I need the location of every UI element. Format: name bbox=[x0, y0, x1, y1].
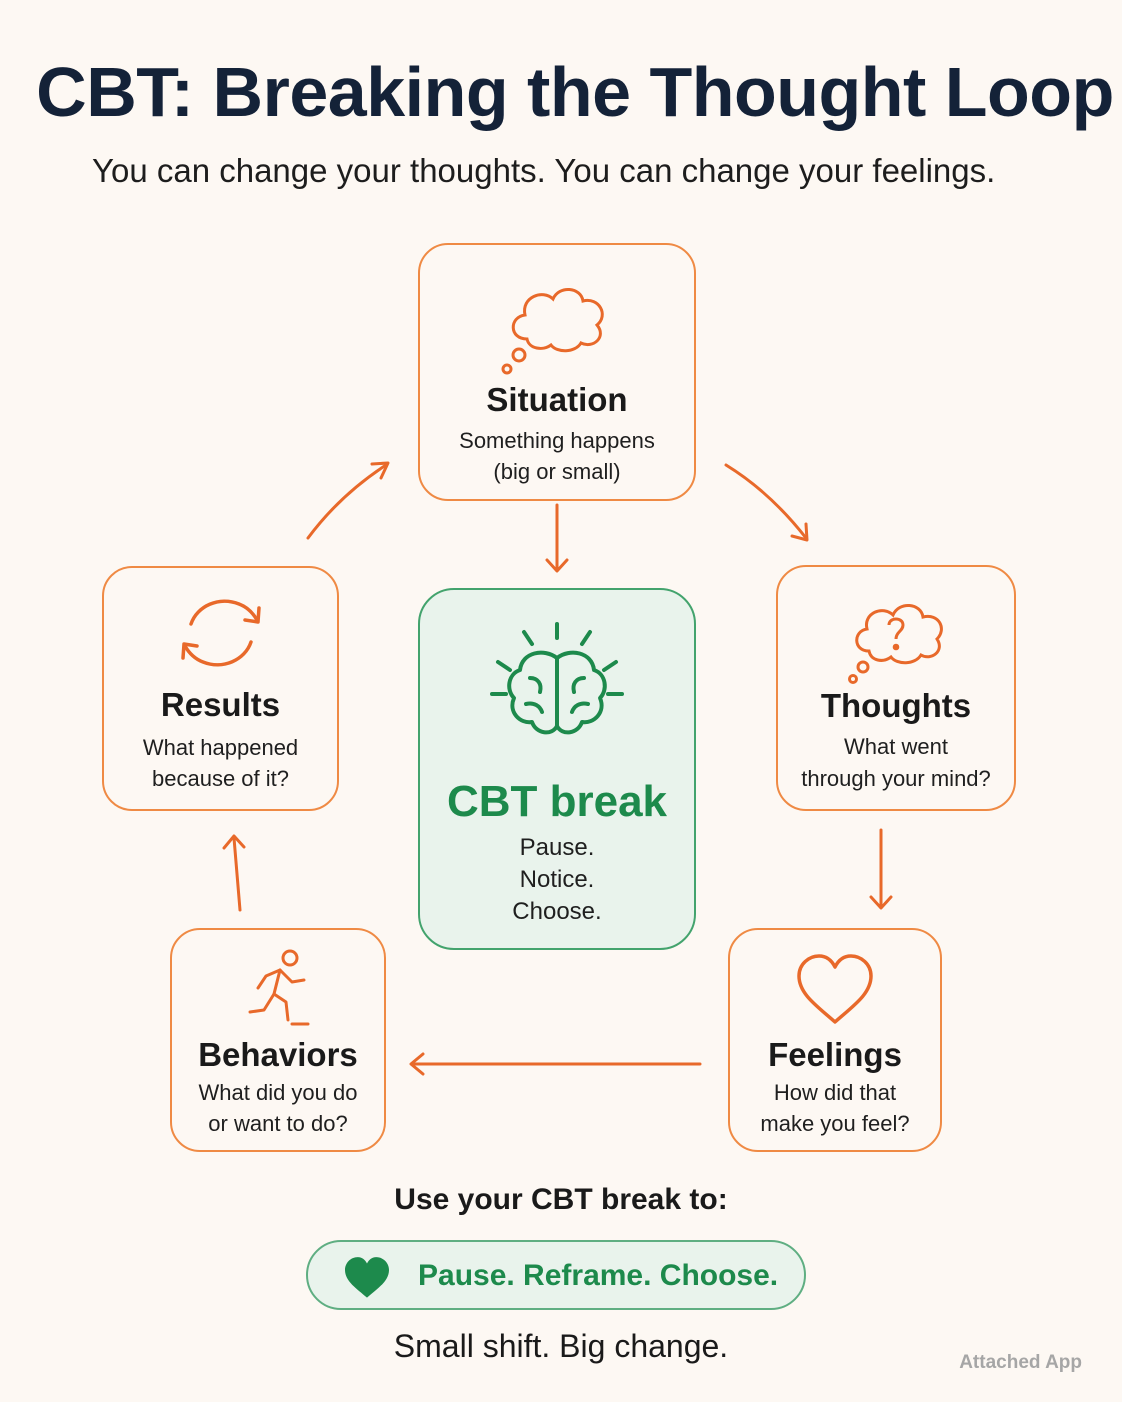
arrow-situation-to-thoughts bbox=[724, 463, 809, 542]
arrow-thoughts-to-feelings bbox=[869, 828, 893, 910]
node-results: Results What happened because of it? bbox=[102, 566, 339, 811]
cta-pill: Pause. Reframe. Choose. bbox=[306, 1240, 806, 1310]
page-title: CBT: Breaking the Thought Loop bbox=[36, 53, 1114, 131]
cta-label: Use your CBT break to: bbox=[394, 1183, 728, 1216]
cbt-break-line-pause: Pause. bbox=[519, 834, 595, 861]
arrow-situation-to-center bbox=[545, 503, 569, 573]
node-situation: Situation Something happens (big or smal… bbox=[418, 243, 696, 501]
behaviors-desc-line2: or want to do? bbox=[208, 1111, 348, 1136]
cbt-break-heading: CBT break bbox=[446, 777, 668, 826]
arrow-results-to-situation bbox=[306, 461, 390, 540]
cycle-arrows-icon bbox=[173, 588, 269, 683]
behaviors-desc-line1: What did you do bbox=[198, 1080, 358, 1105]
watermark: Attached App bbox=[959, 1352, 1082, 1373]
node-thoughts: Thoughts What went through your mind? bbox=[776, 565, 1016, 811]
feelings-heading: Feelings bbox=[768, 1036, 902, 1073]
results-desc-line2: because of it? bbox=[152, 766, 289, 791]
cbt-break-line-notice: Notice. bbox=[519, 866, 595, 893]
heart-filled-icon bbox=[342, 1256, 392, 1305]
results-heading: Results bbox=[160, 686, 281, 723]
thought-cloud-icon bbox=[497, 267, 617, 382]
behaviors-heading: Behaviors bbox=[198, 1036, 358, 1073]
thoughts-heading: Thoughts bbox=[820, 687, 972, 724]
node-feelings: Feelings How did that make you feel? bbox=[728, 928, 942, 1152]
running-person-icon bbox=[240, 946, 316, 1037]
node-cbt-break: CBT break Pause. Notice. Choose. bbox=[418, 588, 696, 950]
brain-icon bbox=[482, 618, 632, 757]
thoughts-desc-line2: through your mind? bbox=[801, 766, 991, 791]
heart-outline-icon bbox=[793, 952, 877, 1033]
cta-pill-text: Pause. Reframe. Choose. bbox=[418, 1259, 779, 1292]
question-cloud-icon bbox=[841, 589, 951, 694]
node-behaviors: Behaviors What did you do or want to do? bbox=[170, 928, 386, 1152]
results-desc-line1: What happened bbox=[142, 735, 299, 760]
situation-desc-line1: Something happens bbox=[459, 428, 655, 453]
feelings-desc-line1: How did that bbox=[773, 1080, 897, 1105]
arrow-behaviors-to-results bbox=[222, 834, 246, 912]
feelings-desc-line2: make you feel? bbox=[760, 1111, 910, 1136]
situation-heading: Situation bbox=[486, 381, 628, 418]
arrow-feelings-to-behaviors bbox=[409, 1052, 702, 1076]
situation-desc-line2: (big or small) bbox=[493, 459, 621, 484]
thoughts-desc-line1: What went bbox=[844, 734, 948, 759]
page-subtitle: You can change your thoughts. You can ch… bbox=[92, 152, 996, 189]
cbt-break-line-choose: Choose. bbox=[512, 898, 602, 925]
tagline: Small shift. Big change. bbox=[393, 1328, 729, 1364]
